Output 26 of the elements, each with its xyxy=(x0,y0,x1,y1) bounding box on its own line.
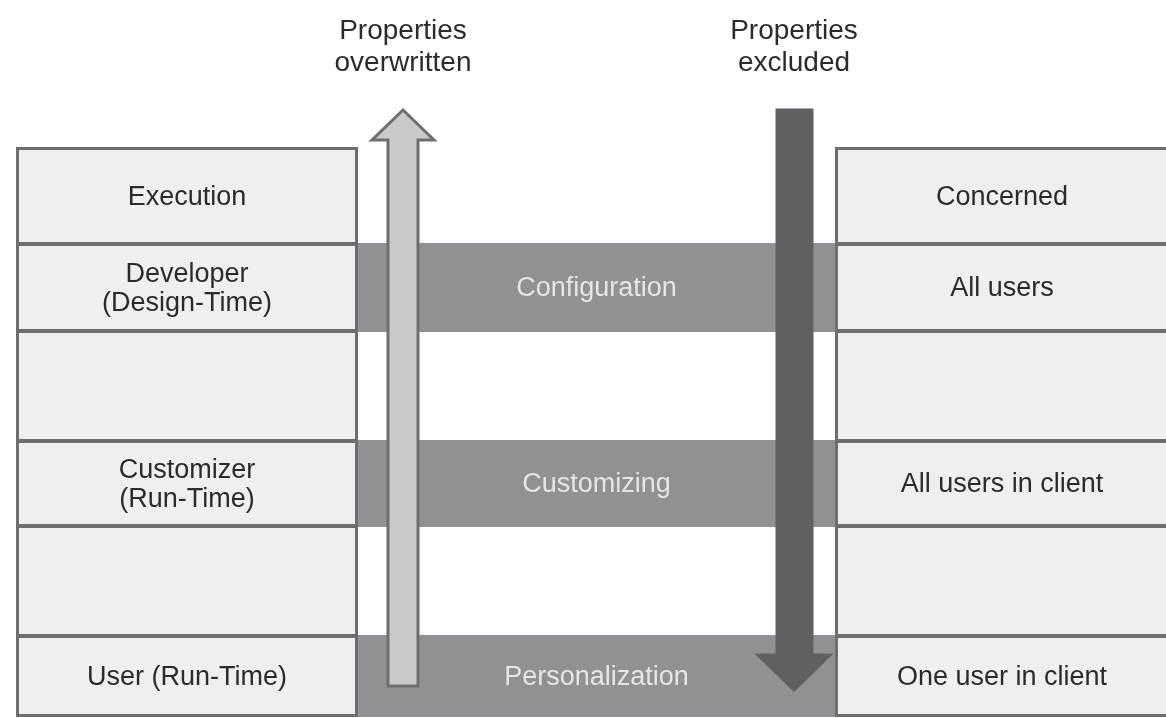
table-cell xyxy=(16,440,358,527)
band-label: Customizing xyxy=(522,469,671,498)
band-label: Personalization xyxy=(504,661,689,691)
arrow-caption: Properties excluded xyxy=(729,14,859,79)
table-cell xyxy=(835,147,1166,245)
empty-cell xyxy=(16,525,358,637)
cell-text: Concerned xyxy=(935,181,1069,211)
cell-text: All users xyxy=(950,273,1054,302)
cell-text: User (Run-Time) xyxy=(87,661,287,691)
table-cell xyxy=(16,243,358,332)
table-cell xyxy=(835,243,1166,332)
table-cell xyxy=(835,440,1166,527)
band-label: Configuration xyxy=(516,273,677,302)
cell-text: Customizer (Run-Time) xyxy=(117,455,257,512)
empty-cell xyxy=(16,330,358,442)
cell-text: Execution xyxy=(127,181,247,211)
cell-text: One user in client xyxy=(896,661,1108,691)
empty-cell xyxy=(835,330,1166,442)
table-cell xyxy=(835,635,1166,717)
empty-cell xyxy=(835,525,1166,637)
level-band xyxy=(358,635,835,717)
cell-text: Developer (Design-Time) xyxy=(101,259,273,316)
table-cell xyxy=(16,635,358,717)
table-cell xyxy=(16,147,358,245)
arrow-caption: Properties overwritten xyxy=(333,14,473,79)
cell-text: All users in client xyxy=(900,469,1104,498)
